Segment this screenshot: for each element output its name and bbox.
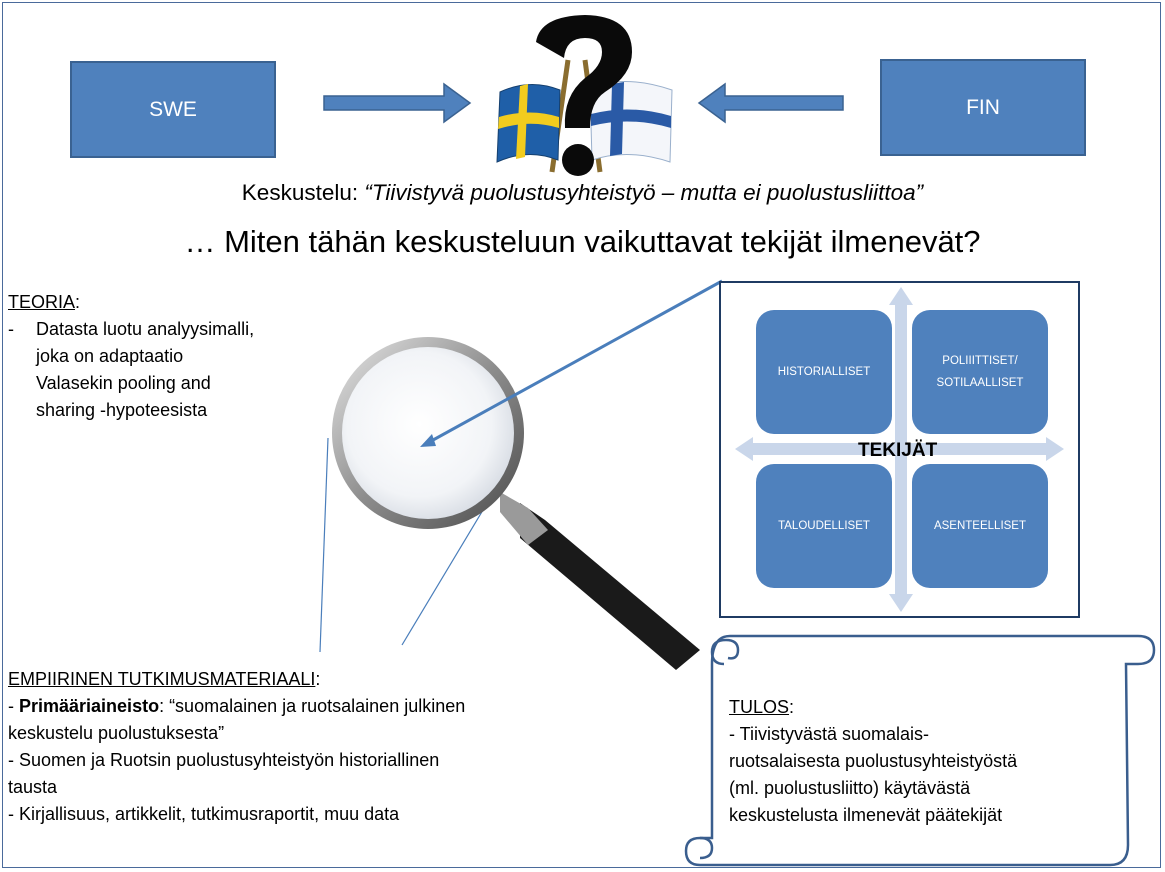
factor-attitudinal: ASENTEELLISET xyxy=(912,464,1048,588)
result-section: TULOS: - Tiivistyvästä suomalais- ruotsa… xyxy=(729,694,1129,829)
empirical-heading-text: EMPIIRINEN TUTKIMUSMATERIAALI xyxy=(8,669,316,689)
theory-line: Datasta luotu analyysimalli, xyxy=(36,319,255,339)
factor-axes xyxy=(735,287,1064,612)
empirical-colon: : xyxy=(315,669,321,689)
theory-colon: : xyxy=(75,292,81,312)
empirical-heading: EMPIIRINEN TUTKIMUSMATERIAALI: xyxy=(8,666,688,693)
theory-section: TEORIA: - Datasta luotu analyysimalli, j… xyxy=(8,289,368,424)
factor-political-military: POLIIITTISET/SOTILAALLISET xyxy=(912,310,1048,434)
result-heading-text: TULOS xyxy=(729,697,790,717)
empirical-item-text: : “suomalainen ja ruotsalainen julkinen xyxy=(159,696,466,716)
scroll-shape xyxy=(684,634,1156,867)
result-line: ruotsalaisesta puolustusyhteistyöstä xyxy=(729,751,1018,771)
factor-political-label: POLIIITTISET/SOTILAALLISET xyxy=(936,355,1024,389)
result-heading: TULOS: xyxy=(729,694,1129,721)
theory-dash: - xyxy=(8,319,14,339)
factors-diagram: HISTORIALLISET POLIIITTISET/SOTILAALLISE… xyxy=(719,281,1080,618)
fin-label: FIN xyxy=(966,95,1000,119)
result-line: keskustelusta ilmenevät päätekijät xyxy=(729,805,1003,825)
discussion-prefix: Keskustelu: xyxy=(241,180,365,205)
swe-label: SWE xyxy=(149,97,197,121)
empirical-item: - Primääriaineisto: “suomalainen ja ruot… xyxy=(8,693,688,720)
factor-economic: TALOUDELLISET xyxy=(756,464,892,588)
fin-box: FIN xyxy=(880,59,1086,156)
discussion-quote: “Tiivistyvä puolustusyhteistyö – mutta e… xyxy=(364,180,924,205)
empirical-item-cont: keskustelu puolustuksesta” xyxy=(8,723,225,743)
research-question: … Miten tähän keskusteluun vaikuttavat t… xyxy=(184,224,981,259)
theory-line: sharing -hypoteesista xyxy=(36,400,208,420)
theory-heading: TEORIA: xyxy=(8,289,368,316)
theory-heading-text: TEORIA xyxy=(8,292,76,312)
swedish-finnish-flags-question-mark-icon xyxy=(496,15,673,176)
factor-attitudinal-label: ASENTEELLISET xyxy=(933,520,1027,532)
empirical-item-cont: tausta xyxy=(8,777,58,797)
empirical-dash: - xyxy=(8,696,19,716)
result-colon: : xyxy=(789,697,795,717)
empirical-primary-label: Primääriaineisto xyxy=(19,696,160,716)
factor-historical: HISTORIALLISET xyxy=(756,310,892,434)
magnifying-glass-icon xyxy=(319,337,700,670)
factor-economic-label: TALOUDELLISET xyxy=(778,520,870,532)
theory-item: - Datasta luotu analyysimalli, joka on a… xyxy=(8,316,368,424)
result-line: (ml. puolustusliitto) käytävästä xyxy=(729,778,971,798)
swe-box: SWE xyxy=(70,61,276,158)
factors-center-label: TEKIJÄT xyxy=(858,440,938,461)
result-line: - Tiivistyvästä suomalais- xyxy=(729,724,930,744)
factor-historical-label: HISTORIALLISET xyxy=(777,366,871,378)
empirical-item: - Kirjallisuus, artikkelit, tutkimusrapo… xyxy=(8,804,400,824)
theory-line: Valasekin pooling and xyxy=(36,373,211,393)
connector-line xyxy=(423,279,723,447)
discussion-title: Keskustelu: “Tiivistyvä puolustusyhteist… xyxy=(0,180,1165,206)
arrow-left-icon xyxy=(697,82,844,124)
theory-line: joka on adaptaatio xyxy=(36,346,184,366)
empirical-section: EMPIIRINEN TUTKIMUSMATERIAALI: - Primäär… xyxy=(8,666,688,828)
empirical-item: - Suomen ja Ruotsin puolustusyhteistyön … xyxy=(8,750,440,770)
arrow-right-icon xyxy=(323,82,472,124)
